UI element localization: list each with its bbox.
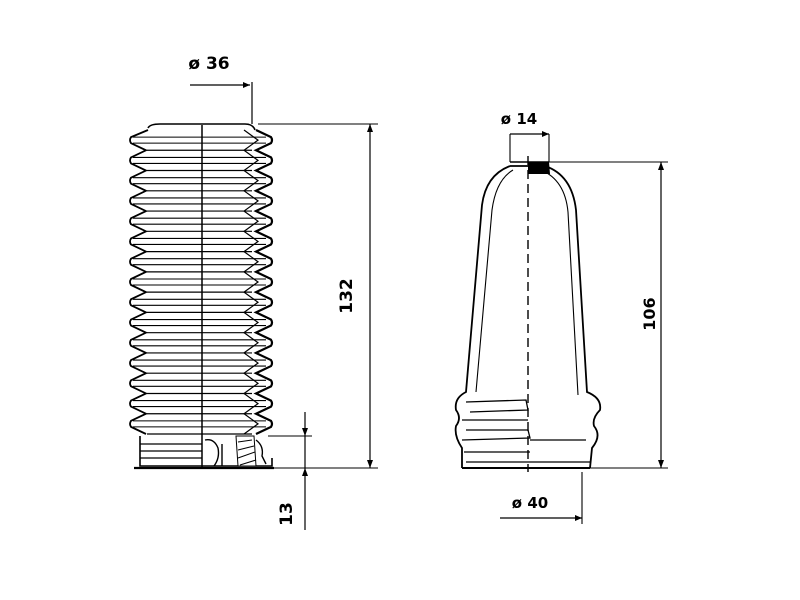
dimension-boot-2-bottom-diameter-label: ø 40 xyxy=(512,494,548,512)
dimension-boot-1-height-label: 132 xyxy=(337,278,357,314)
bellows-outer-profile xyxy=(129,129,149,435)
boot-2-top-ring xyxy=(528,162,550,174)
dimension-boot-2-top-diameter-label: ø 14 xyxy=(501,110,537,128)
bellows-inner-profile xyxy=(242,129,260,435)
boot-2-outline xyxy=(454,165,602,469)
boot-1-top-collar xyxy=(147,123,256,131)
boot-1-seal-hatch xyxy=(235,435,257,467)
boot-1-bellows xyxy=(129,123,274,470)
boot-1-left-half xyxy=(129,129,202,435)
dimension-boot-2-height: 106 xyxy=(549,161,668,469)
dimension-boot-1-diameter: ø 36 xyxy=(188,54,253,124)
boot-2-dust-cover xyxy=(454,156,602,472)
dimension-boot-1-diameter-label: ø 36 xyxy=(188,54,229,74)
boot-1-bottom-collar xyxy=(134,435,274,470)
bellows-section-profile xyxy=(253,129,274,435)
boot-1-section-half xyxy=(202,129,274,435)
dimension-boot-1-bottom: 13 xyxy=(268,412,312,530)
dimension-boot-1-bottom-label: 13 xyxy=(277,502,297,526)
boot-2-bottom-collar xyxy=(461,399,590,469)
dimension-boot-2-top-diameter: ø 14 xyxy=(501,110,550,162)
dimension-boot-2-bottom-diameter: ø 40 xyxy=(500,472,583,524)
dimension-boot-2-height-label: 106 xyxy=(640,297,659,330)
dimension-boot-1-height: 132 xyxy=(258,123,378,469)
